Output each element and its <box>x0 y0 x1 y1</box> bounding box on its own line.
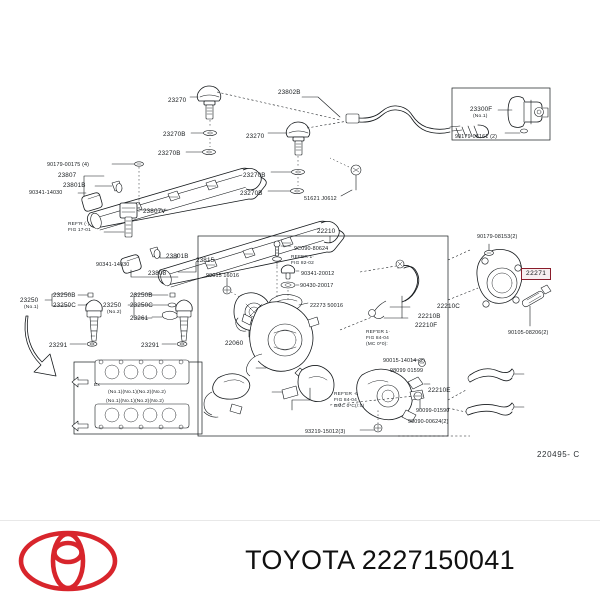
part-label-l-23250-1: 23250 <box>20 297 39 304</box>
fuel-filter-inset <box>451 87 551 141</box>
cylinder-head-upper <box>94 359 190 385</box>
part-label-l-22210f: 22210F <box>415 322 438 329</box>
part-label-l-22210b: 22210B <box>418 313 441 320</box>
part-hose-lower-right <box>465 402 515 416</box>
part-label-l-head-r2: (No.1)(No.1)(No.2)(No.2) <box>106 399 164 404</box>
part-label-l-23250-1no: (No.1) <box>24 305 39 310</box>
part-label-l-90179a: 90179-00175 (4) <box>47 162 90 168</box>
part-label-l-ref17: REF'R (·)FIG 17-01 <box>68 222 91 234</box>
part-label-l-23250b-1: 23250B <box>53 292 76 299</box>
part-23807-rail-upper <box>86 167 267 231</box>
part-23802B-pipe <box>345 105 489 139</box>
part-90341-14030-upper <box>81 192 103 212</box>
part-90341-14030-lower <box>120 254 142 274</box>
part-label-l-23815: 23815 <box>196 257 215 264</box>
part-23270-upper <box>196 85 222 120</box>
part-label-l-23807v: 23807V <box>143 208 166 215</box>
part-label-l-90341c: 90341-20012 <box>301 271 335 277</box>
part-22210C-bracket <box>368 259 420 319</box>
part-label-l-23270b-b: 23270B <box>158 150 181 157</box>
part-label-l-22210e: 22210E <box>428 387 451 394</box>
part-label-l-23270b-c: 23270B <box>243 172 266 179</box>
part-label-l-23291-2: 23291 <box>141 342 160 349</box>
highlighted-part-22271[interactable]: 22271 <box>521 268 552 280</box>
part-label-l-90341b: 90341-14030 <box>96 262 130 268</box>
part-label-l-23250b-2: 23250B <box>130 292 153 299</box>
part-label-l-23801b-b: 23801B <box>166 253 189 260</box>
part-label-l-90341a: 90341-14030 <box>29 190 63 196</box>
part-23801B-lower <box>149 246 161 259</box>
part-label-l-23250c-1: 23250C <box>53 302 76 309</box>
part-23801B-upper <box>111 180 123 193</box>
part-label-l-90179c: 90179-08153(2) <box>477 234 518 240</box>
part-label-l-23270b-d: 23270B <box>240 190 263 197</box>
part-tps-sensor <box>271 365 335 402</box>
part-label-l-22210: 22210 <box>317 228 336 235</box>
part-label-l-90080: 9C090-80624 <box>294 246 329 252</box>
part-22210-throttle-body <box>241 301 320 380</box>
part-label-l-90105: 90105-08206(2) <box>508 330 549 336</box>
part-label-l-ref82: REFER 1·FIG 82-02 <box>291 255 315 267</box>
part-lower-left-hose <box>203 373 251 418</box>
parts-diagram-canvas: .ln { fill:none; stroke:#15191c; stroke-… <box>20 85 580 459</box>
part-label-l-22273: 22273 50016 <box>310 303 344 309</box>
part-23807V <box>119 202 138 238</box>
part-label-l-23261: 23261 <box>130 315 149 322</box>
part-number-text: TOYOTA 2227150041 <box>245 544 515 575</box>
diagram-code: 220495- C <box>537 450 580 459</box>
part-label-l-head-r1: (No.1)(No.1)(No.2)(No.2) <box>108 390 166 395</box>
throttle-body-box <box>197 235 449 437</box>
part-label-l-90090: 90090-00624(2) <box>408 419 449 425</box>
part-label-l-98099: 98099 01599 <box>390 368 424 374</box>
part-label-l-90015b: 90015-14014 (2) <box>383 358 426 364</box>
part-label-l-23250-2no: (No.2) <box>107 310 122 315</box>
part-label-l-23300f-no: (No.1) <box>473 114 488 119</box>
part-23250-injector-2 <box>175 299 193 342</box>
part-23250-injector-1 <box>85 299 103 342</box>
part-22271-gasket <box>476 249 523 308</box>
part-label-l-23270-b: 23270 <box>246 133 265 140</box>
part-label-l-23270-a: 23270 <box>168 97 187 104</box>
part-label-l-22210c: 22210C <box>437 303 460 310</box>
part-label-l-23300f: 23300F <box>470 106 493 113</box>
cylinder-head-lower <box>94 403 190 430</box>
part-90015-16016 <box>222 285 232 295</box>
part-label-l-90179b: 90179-06161 (2) <box>455 134 498 140</box>
footer-bar: TOYOTA 2227150041 <box>0 520 600 600</box>
part-label-l-93219: 93219-15012(3) <box>305 429 346 435</box>
part-label-l-refb4a: REF'ER 1·FIG 84-04(MC 0*0): <box>366 330 391 348</box>
part-label-l-22060: 22060 <box>225 340 244 347</box>
part-hose-upper-right <box>467 368 515 383</box>
part-label-l-23250-2: 23250 <box>103 302 122 309</box>
part-label-l-51621: 51621 J0612 <box>304 196 337 202</box>
part-23270-middle <box>285 121 311 156</box>
part-label-l-23270b-a: 23270B <box>163 131 186 138</box>
part-90105-08206 <box>521 284 552 308</box>
part-label-l-90015: 90015 16016 <box>206 273 240 279</box>
toyota-logo <box>18 530 118 592</box>
part-90341-20012 <box>280 264 296 280</box>
part-label-l-23250c-2: 23250C <box>130 302 153 309</box>
diagram-artwork: .ln { fill:none; stroke:#15191c; stroke-… <box>24 85 552 437</box>
part-label-l-23802b: 23802B <box>278 89 301 96</box>
part-label-l-23807: 23807 <box>58 172 77 179</box>
part-label-l-90099: 90099-01590 <box>416 408 450 414</box>
footer-divider <box>0 520 600 521</box>
part-label-l-23808: 23808 <box>148 270 167 277</box>
part-90179-00175 <box>134 161 144 212</box>
part-label-l-23801b-a: 23801B <box>63 182 86 189</box>
part-9C090-80624 <box>273 240 281 257</box>
part-label-l-90430: 90430-20017 <box>300 283 334 289</box>
part-lower-right-casting <box>356 368 425 423</box>
part-label-l-23291-1: 23291 <box>49 342 68 349</box>
part-number-container: TOYOTA 2227150041 <box>160 520 600 600</box>
part-label-l-head-ex: Ex <box>94 383 101 388</box>
part-90179-08153 <box>484 243 494 256</box>
